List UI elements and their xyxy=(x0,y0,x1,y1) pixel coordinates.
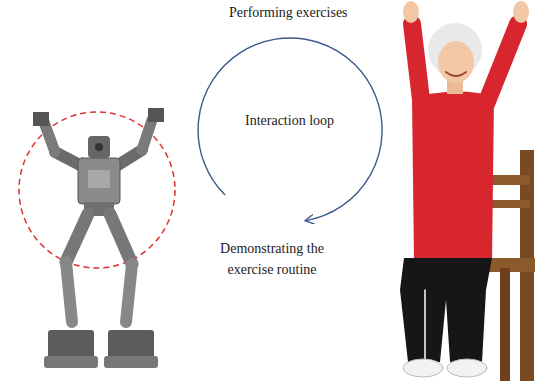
robot-figure-part xyxy=(142,120,152,150)
robot-figure-part xyxy=(48,330,94,360)
interaction-loop-arrow xyxy=(198,38,382,221)
woman-figure-part xyxy=(438,41,474,83)
robot-figure-part xyxy=(78,158,120,204)
robot-figure-part xyxy=(44,356,98,368)
robot-figure-part xyxy=(66,262,72,322)
step-label: Performing exercises xyxy=(229,2,348,23)
woman-figure-part xyxy=(447,359,487,377)
woman-figure-part xyxy=(400,258,492,362)
robot-figure xyxy=(33,108,164,368)
woman-figure-part xyxy=(403,359,443,377)
robot-figure-part xyxy=(88,170,110,188)
chair-part xyxy=(500,268,510,381)
woman-figure-part xyxy=(412,91,494,262)
robot-figure-part xyxy=(66,214,88,262)
robot-figure-part xyxy=(44,122,55,152)
robot-highlight-circle xyxy=(19,112,175,268)
robot-figure-part xyxy=(104,356,158,368)
robot-figure-part xyxy=(110,214,132,264)
woman-figure-part xyxy=(486,24,518,104)
woman-figure xyxy=(400,1,529,377)
robot-highlight-circle-part xyxy=(19,112,175,268)
robot-figure-part xyxy=(108,330,154,360)
woman-figure-part xyxy=(403,1,419,23)
step-label: Demonstrating the exercise routine xyxy=(202,238,342,280)
robot-figure-part xyxy=(148,108,164,122)
robot-figure-part xyxy=(95,143,103,151)
woman-figure-part xyxy=(513,1,529,23)
woman-figure-part xyxy=(446,72,466,76)
robot-figure-part xyxy=(88,136,110,158)
robot-figure-part xyxy=(33,112,49,126)
woman-figure-part xyxy=(424,290,426,360)
loop-label: Interaction loop xyxy=(245,110,334,131)
robot-figure-part xyxy=(126,264,132,322)
woman-figure-part xyxy=(412,24,422,108)
interaction-loop-arrow-part xyxy=(198,38,382,221)
